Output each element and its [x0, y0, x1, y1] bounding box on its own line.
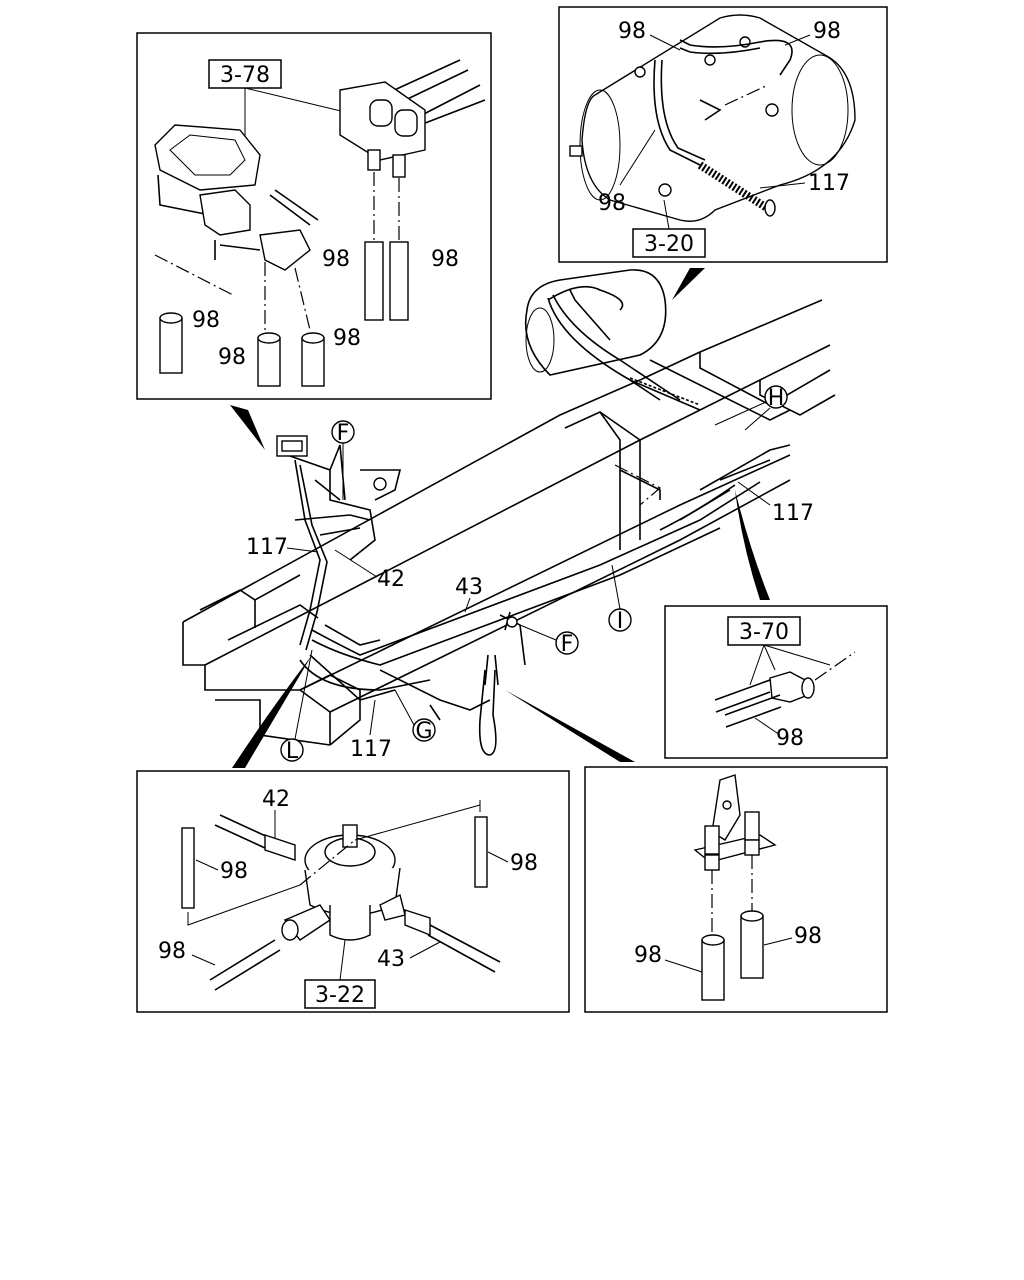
pointer-arrows [230, 268, 770, 768]
label-98-tr-b: 98 [813, 19, 841, 44]
label-43-main: 43 [455, 575, 483, 600]
ref-3-70: 3-70 [739, 620, 789, 645]
panel-bottom-left-content: 3-22 42 43 98 98 98 [158, 787, 538, 1009]
ref-box-3-20 [632, 228, 706, 258]
ref-box-3-22 [304, 979, 376, 1009]
callout-G: G [415, 719, 432, 744]
callout-L: L [286, 739, 299, 764]
panel-top-left-content: 3-78 98 98 98 98 98 [154, 59, 486, 387]
label-98-bl-b: 98 [510, 851, 538, 876]
callout-F-mid: F [561, 632, 574, 657]
label-43-bl: 43 [377, 947, 405, 972]
main-callouts: F H I F G L 117 42 43 117 117 [246, 385, 814, 764]
label-98-br-a: 98 [634, 943, 662, 968]
label-98-tl-e: 98 [431, 247, 459, 272]
label-98-tl-b: 98 [218, 345, 246, 370]
callout-F-top: F [337, 421, 350, 446]
callout-circle-F-mid [555, 631, 579, 655]
label-98-br-b: 98 [794, 924, 822, 949]
label-98-tl-a: 98 [192, 308, 220, 333]
label-98-bl-c: 98 [158, 939, 186, 964]
brake-lines [299, 444, 791, 756]
panel-bottom-right-content: 98 98 [634, 774, 822, 1001]
ref-3-22: 3-22 [315, 983, 365, 1008]
air-tank-on-frame [524, 269, 701, 411]
callout-circle-L [280, 738, 304, 762]
callout-I: I [617, 609, 624, 634]
valve-assembly-left [276, 435, 402, 651]
ref-3-78: 3-78 [220, 63, 270, 88]
label-117-tr: 117 [808, 171, 850, 196]
callout-H: H [768, 386, 785, 411]
panel-top-right-content: 3-20 98 98 98 117 [569, 14, 856, 258]
callout-circle-G [412, 718, 436, 742]
label-98-tr-a: 98 [618, 19, 646, 44]
panel-middle-right-content: 3-70 98 [714, 616, 856, 751]
label-98-tr-c: 98 [598, 191, 626, 216]
label-98-tl-c: 98 [333, 326, 361, 351]
label-98-tl-d: 98 [322, 247, 350, 272]
label-42-main: 42 [377, 567, 405, 592]
label-98-mr: 98 [776, 726, 804, 751]
label-117-left: 117 [246, 535, 288, 560]
label-117-right: 117 [772, 501, 814, 526]
label-117-bottom: 117 [350, 737, 392, 762]
ref-3-20: 3-20 [644, 232, 694, 257]
callout-circle-H [764, 385, 788, 409]
label-98-bl-a: 98 [220, 859, 248, 884]
label-42-bl: 42 [262, 787, 290, 812]
